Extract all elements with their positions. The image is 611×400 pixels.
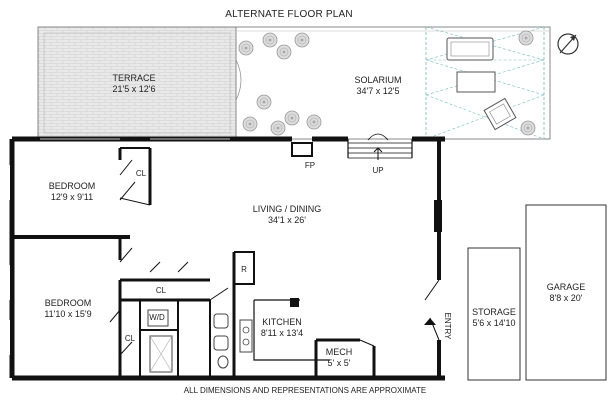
plan-title: ALTERNATE FLOOR PLAN [225, 9, 353, 20]
bedroom1-dims: 12'9 x 9'11 [50, 192, 94, 202]
closet-label-bedroom2: CL [124, 334, 136, 343]
terrace-dims: 21'5 x 12'6 [112, 84, 156, 94]
mech-name: MECH [325, 347, 353, 357]
storage-name: STORAGE [472, 307, 516, 317]
terrace-name: TERRACE [112, 73, 156, 83]
kitchen-dims: 8'11 x 13'4 [260, 328, 304, 338]
disclaimer-footer: ALL DIMENSIONS AND REPRESENTATIONS ARE A… [183, 386, 427, 395]
stairs-up-label: UP [372, 166, 384, 175]
solarium-area [235, 26, 551, 140]
storage-outline [467, 247, 521, 381]
terrace-area [37, 26, 237, 140]
refrigerator-label: R [241, 265, 247, 274]
entry-arrow-icon [424, 318, 436, 325]
mech-dims: 5' x 5' [327, 358, 351, 368]
garage-name: GARAGE [546, 282, 586, 292]
garage-dims: 8'8 x 20' [549, 293, 583, 303]
bedroom2-dims: 11'10 x 15'9 [44, 309, 92, 319]
up-arrow-icon [373, 147, 383, 160]
bedroom1-name: BEDROOM [48, 181, 96, 191]
bathroom-fixtures [147, 309, 253, 373]
kitchen-name: KITCHEN [262, 317, 302, 327]
north-compass-icon [557, 33, 579, 55]
fireplace-label: FP [304, 161, 316, 170]
solarium-dims: 34'7 x 12'5 [356, 86, 400, 96]
solarium-name: SOLARIUM [354, 75, 402, 85]
washer-dryer-label: W/D [149, 313, 165, 322]
bedroom2-name: BEDROOM [44, 298, 92, 308]
closet-label-bedroom1: CL [135, 169, 147, 178]
living-dims: 34'1 x 26' [268, 215, 306, 225]
closet-label-hall: CL [155, 286, 167, 295]
entry-label: ENTRY [443, 312, 452, 340]
kitchen-island-post [290, 298, 299, 307]
storage-dims: 5'6 x 14'10 [472, 318, 516, 328]
apartment-walls [8, 133, 445, 381]
garage-outline [525, 204, 607, 381]
living-name: LIVING / DINING [252, 204, 322, 214]
